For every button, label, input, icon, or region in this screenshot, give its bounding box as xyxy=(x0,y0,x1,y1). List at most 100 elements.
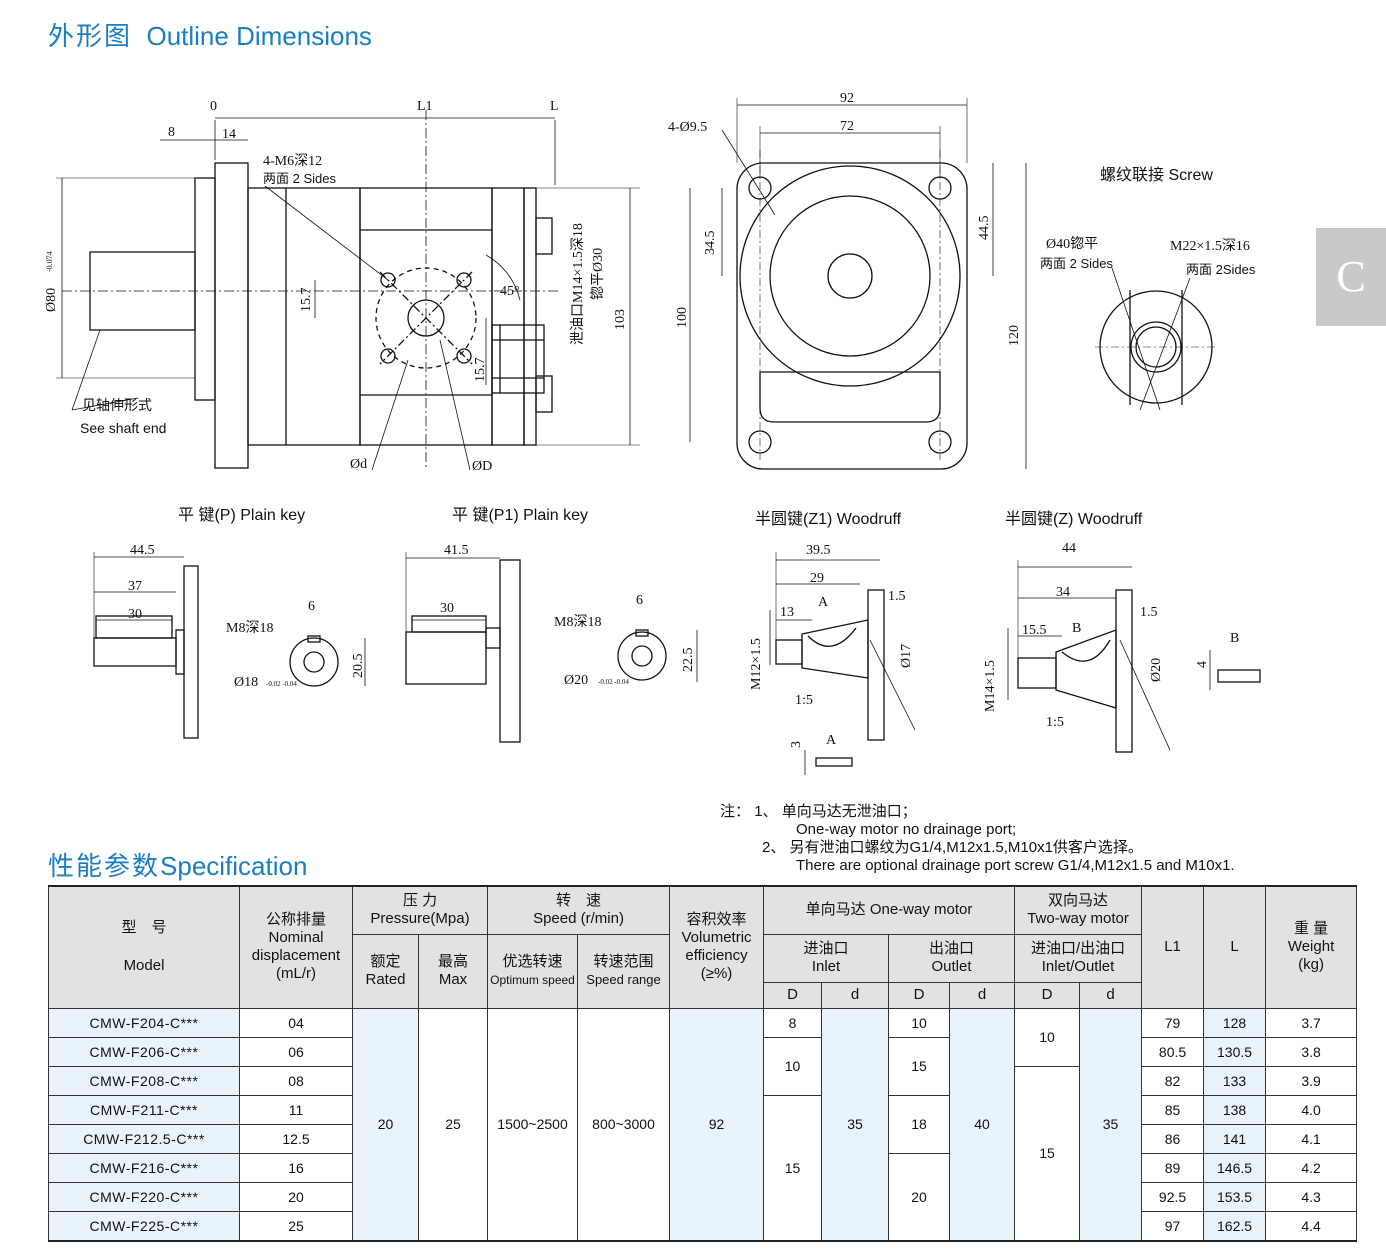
spec-heading: 性能参数Specification xyxy=(48,851,308,882)
shaft-tolerance: -0.074 xyxy=(45,251,54,272)
spotface-label: 锪平Ø30 xyxy=(590,248,606,300)
key-z-title: 半圆键(Z) Woodruff xyxy=(1005,510,1143,528)
key-z1-title: 半圆键(Z1) Woodruff xyxy=(755,510,902,528)
p1-m8: M8深18 xyxy=(554,614,601,630)
p1-dim-22-5: 22.5 xyxy=(681,648,696,673)
io-d-value: 35 xyxy=(1079,1007,1143,1241)
dim-15-7-lower: 15.7 xyxy=(473,358,488,383)
z-dim-44: 44 xyxy=(1062,541,1076,556)
section-tab: C xyxy=(1316,228,1386,326)
p-dim-44-5: 44.5 xyxy=(130,543,155,558)
speed-range-value: 800~3000 xyxy=(577,1007,671,1241)
key-p1-title: 平 键(P1) Plain key xyxy=(452,506,588,524)
efficiency-value: 92 xyxy=(669,1007,765,1241)
p-dim-20-5: 20.5 xyxy=(351,654,366,679)
table-row: CMW-F212.5-C*** 12.5 86 141 4.1 xyxy=(48,1123,1358,1154)
outlet-d-value: 40 xyxy=(949,1007,1016,1241)
outline-heading: 外形图 Outline Dimensions xyxy=(48,21,372,52)
m6-thread: 4-M6深12 xyxy=(263,153,322,169)
p-m8: M8深18 xyxy=(226,620,273,636)
header-io-d: d xyxy=(1079,981,1143,1009)
od-big: ØD xyxy=(472,459,492,474)
z1-dim-3: 3 xyxy=(789,741,804,748)
table-row: CMW-F216-C*** 16 20 89 146.5 4.2 xyxy=(48,1152,1358,1241)
hole-label: 4-Ø9.5 xyxy=(668,120,707,135)
screw-title: 螺纹联接 Screw xyxy=(1100,166,1213,184)
p-dim-18: Ø18 xyxy=(234,675,258,690)
dim-100: 100 xyxy=(675,307,690,328)
inlet-d-value: 35 xyxy=(821,1007,890,1241)
header-outlet-D: D xyxy=(888,981,951,1009)
dim-14: 14 xyxy=(222,127,236,142)
table-row: CMW-F220-C*** 20 92.5 153.5 4.3 xyxy=(48,1181,1358,1212)
z1-dim-13: 13 xyxy=(780,605,794,620)
z-dim-15-5: 15.5 xyxy=(1022,623,1047,638)
dim-103: 103 xyxy=(613,309,628,330)
notes: 注： 1、 单向马达无泄油口； One-way motor no drainag… xyxy=(720,803,1235,874)
dim-8: 8 xyxy=(168,125,175,140)
see-shaft-cn: 见轴伸形式 xyxy=(82,397,152,413)
p1-dim-6: 6 xyxy=(636,593,643,608)
z-taper: 1:5 xyxy=(1046,715,1064,730)
note-1-cn: 1、 单向马达无泄油口； xyxy=(754,803,917,820)
p1-dim-41-5: 41.5 xyxy=(444,543,469,558)
note-2-en: There are optional drainage port screw G… xyxy=(796,857,1235,874)
dim-l1: L1 xyxy=(417,99,433,114)
z-section-b-detail: B xyxy=(1230,631,1239,646)
dim-44-5: 44.5 xyxy=(977,216,992,241)
dim-l: L xyxy=(550,99,559,114)
z-section-b: B xyxy=(1072,621,1081,636)
p-tol: -0.02 -0.04 xyxy=(266,680,297,688)
table-row: CMW-F208-C*** 08 15 82 133 3.9 xyxy=(48,1065,1358,1241)
optimum-speed-value: 1500~2500 xyxy=(487,1007,579,1241)
z1-section-a: A xyxy=(818,595,829,610)
z1-thread: M12×1.5 xyxy=(749,638,764,690)
dim-15-7: 15.7 xyxy=(299,288,314,313)
p-dim-6: 6 xyxy=(308,599,315,614)
p1-dim-30: 30 xyxy=(440,601,454,616)
table-row: CMW-F204-C*** 04 20 25 1500~2500 800~300… xyxy=(48,1007,1358,1241)
header-inlet-d: d xyxy=(821,981,890,1009)
max-value: 25 xyxy=(417,1007,489,1241)
angle-45: 45° xyxy=(500,284,520,299)
z-dim-20: Ø20 xyxy=(1149,658,1164,682)
z-thread: M14×1.5 xyxy=(983,660,998,712)
header-inlet-D: D xyxy=(763,981,823,1009)
z1-section-a-detail: A xyxy=(826,733,837,748)
z-dim-4: 4 xyxy=(1195,661,1210,668)
m22-thread: M22×1.5深16 xyxy=(1170,238,1250,254)
z1-dim-1-5: 1.5 xyxy=(888,589,906,604)
z1-dim-17: Ø17 xyxy=(899,644,914,668)
header-one-way: 单向马达 One-way motor xyxy=(763,885,1016,935)
z1-dim-39-5: 39.5 xyxy=(806,543,831,558)
shaft-diameter: Ø80 xyxy=(44,288,59,312)
z-dim-1-5: 1.5 xyxy=(1140,605,1158,620)
drain-port-label: 泄油口M14×1.5深18 xyxy=(570,223,586,345)
dim-34-5: 34.5 xyxy=(703,231,718,256)
outline-drawing: 0 L1 L 8 14 4-M6深12 两面 2 Sides Ø80 -0.07… xyxy=(44,91,1261,775)
see-shaft-en: See shaft end xyxy=(80,420,166,436)
front-72: 72 xyxy=(840,119,854,134)
z1-taper: 1:5 xyxy=(795,693,813,708)
od-small: Ød xyxy=(350,457,367,472)
note-1-en: One-way motor no drainage port; xyxy=(796,821,1017,838)
z-dim-34: 34 xyxy=(1056,585,1070,600)
two-sides-c: 两面 2Sides xyxy=(1186,262,1256,277)
p1-tol: -0.02 -0.04 xyxy=(598,678,629,686)
p-dim-30: 30 xyxy=(128,607,142,622)
header-l: L xyxy=(1203,885,1267,1009)
p1-dim-20: Ø20 xyxy=(564,673,588,688)
header-io-D: D xyxy=(1014,981,1081,1009)
